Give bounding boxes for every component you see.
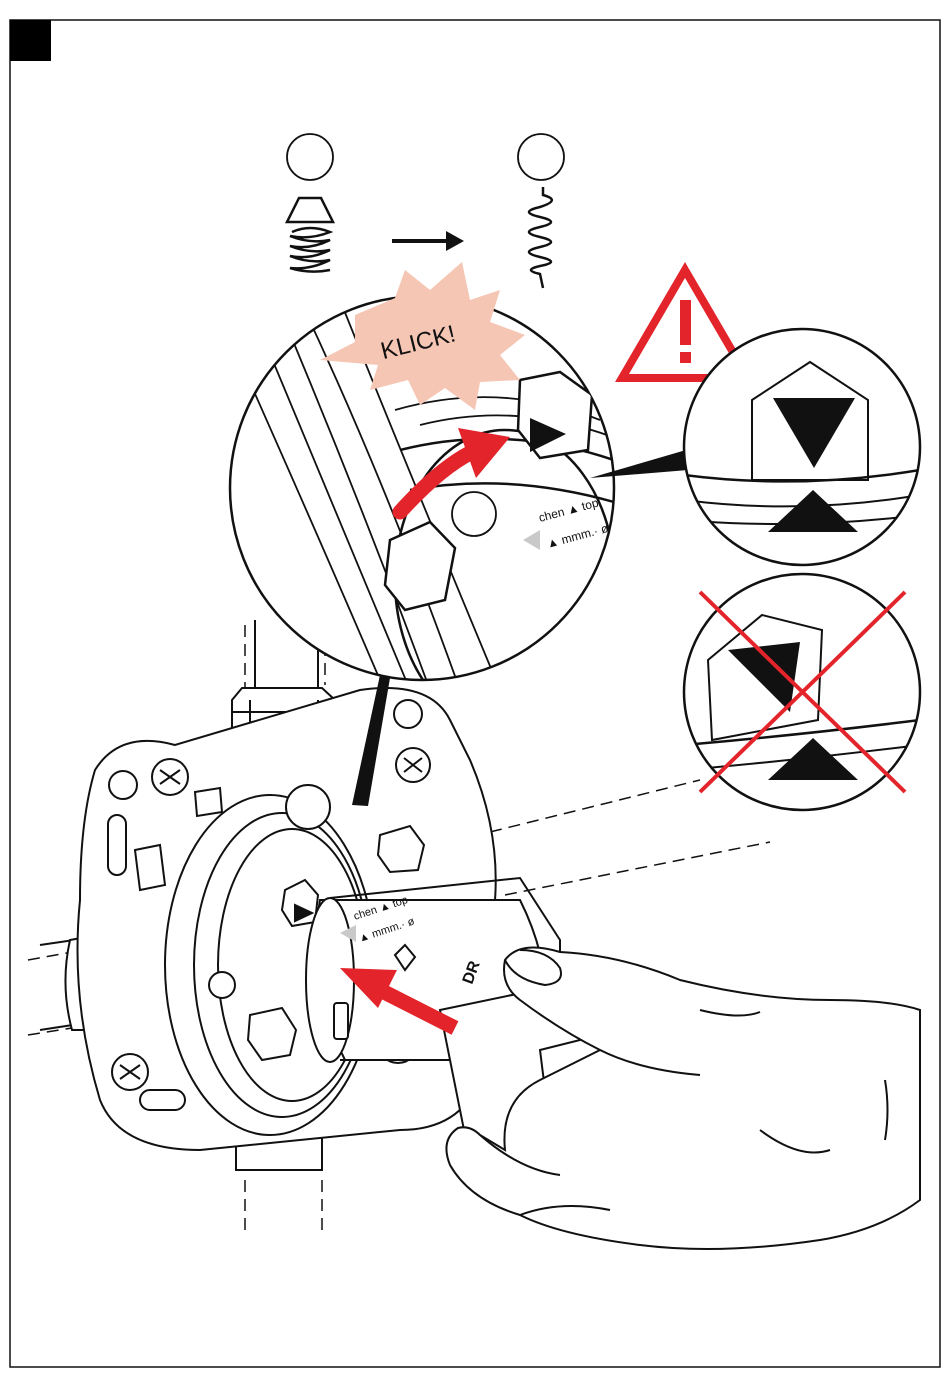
hand [446, 948, 920, 1250]
incorrect-alignment-detail [684, 574, 920, 810]
extended-spring-icon [529, 187, 552, 288]
label-circle-a [287, 134, 333, 180]
label-circle-c [286, 785, 330, 829]
transition-arrow-icon [392, 231, 464, 251]
spring-comparison [287, 134, 564, 288]
cone-spring-icon [287, 198, 333, 272]
label-circle-b [518, 134, 564, 180]
valve-body [40, 620, 496, 1170]
step-marker [10, 20, 51, 61]
